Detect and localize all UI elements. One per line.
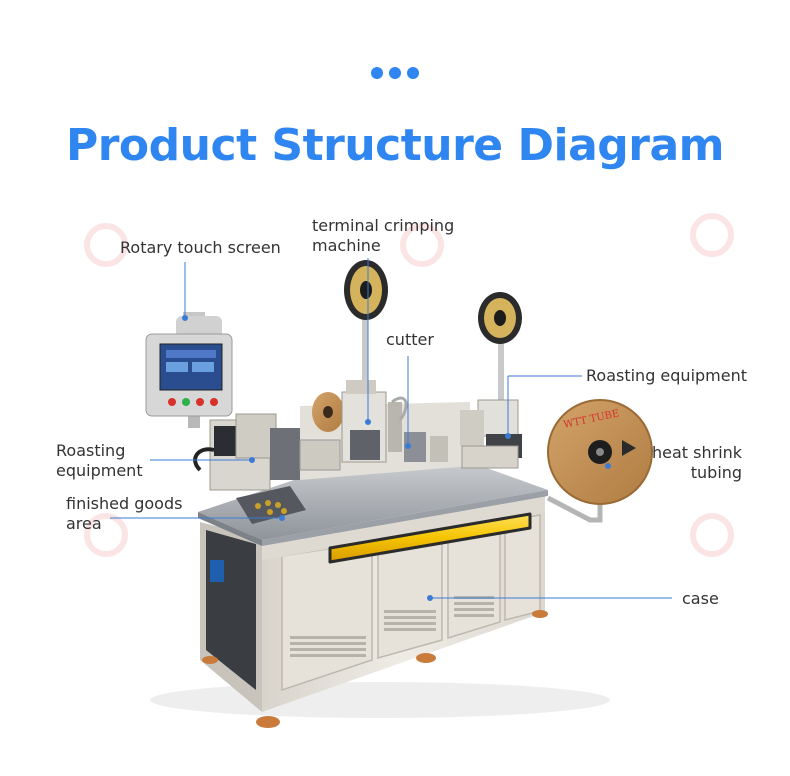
label-rotary-touch-screen: Rotary touch screen (120, 238, 281, 257)
label-roasting-equipment-left: Roasting equipment (56, 441, 143, 481)
label-line: Roasting (56, 441, 126, 460)
label-terminal-crimping-machine: terminal crimping machine (312, 216, 454, 256)
dot (371, 67, 383, 79)
label-cutter: cutter (386, 330, 434, 349)
label-line: heat shrink (652, 443, 743, 462)
watermark-logo (84, 505, 194, 575)
stainless-worktable (198, 462, 548, 540)
page-title: Product Structure Diagram (65, 120, 725, 171)
watermark-logo (400, 215, 510, 285)
watermark-logo (690, 505, 790, 575)
watermark-logo (84, 215, 194, 285)
label-line: finished goods (66, 494, 183, 513)
label-line: area (66, 514, 102, 533)
label-line: terminal crimping (312, 216, 455, 235)
leader-lines (110, 258, 672, 601)
watermark-logo (690, 205, 790, 275)
label-line: machine (312, 236, 381, 255)
label-finished-goods-area: finished goods area (66, 494, 182, 534)
label-line: equipment (56, 461, 143, 480)
label-case: case (682, 589, 719, 608)
label-roasting-equipment-right: Roasting equipment (586, 366, 748, 385)
indicator-light-strip (328, 512, 532, 564)
dot (407, 67, 419, 79)
label-heat-shrink-tubing: heat shrink tubing (652, 443, 742, 483)
label-line: tubing (690, 463, 743, 482)
decorative-dots (371, 67, 419, 79)
dot (389, 67, 401, 79)
